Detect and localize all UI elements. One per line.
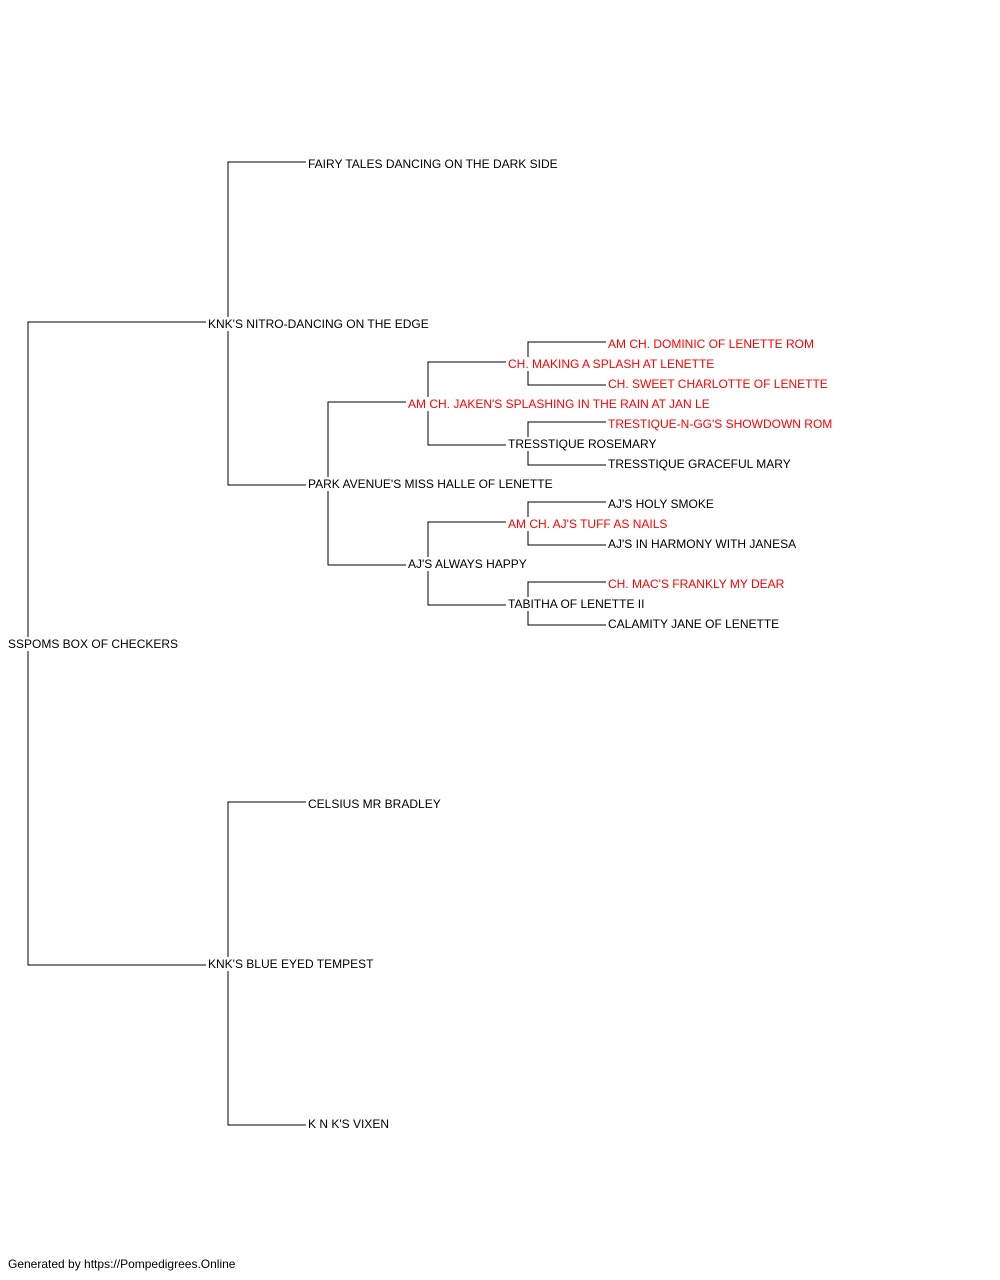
generated-by-footer: Generated by https://Pompedigrees.Online xyxy=(8,1257,236,1271)
dog-sire-dam-sire-dam-dam[interactable]: TRESSTIQUE GRACEFUL MARY xyxy=(608,457,793,471)
dog-sire-dam-dam-dam-sire[interactable]: CH. MAC'S FRANKLY MY DEAR xyxy=(608,577,787,591)
dog-sire-dam-sire-dam[interactable]: TRESSTIQUE ROSEMARY xyxy=(508,437,659,451)
dog-sire-dam-sire-sire-sire[interactable]: AM CH. DOMINIC OF LENETTE ROM xyxy=(608,337,817,351)
dog-sire[interactable]: KNK'S NITRO-DANCING ON THE EDGE xyxy=(208,317,431,331)
dog-sire-dam-dam-dam-dam[interactable]: CALAMITY JANE OF LENETTE xyxy=(608,617,782,631)
connector-root xyxy=(27,321,206,966)
dog-dam[interactable]: KNK'S BLUE EYED TEMPEST xyxy=(208,957,376,971)
connector-sire-dam xyxy=(327,401,406,566)
dog-sire-sire[interactable]: FAIRY TALES DANCING ON THE DARK SIDE xyxy=(308,157,560,171)
dog-dam-dam[interactable]: K N K'S VIXEN xyxy=(308,1117,391,1131)
dog-dam-sire[interactable]: CELSIUS MR BRADLEY xyxy=(308,797,443,811)
dog-sire-dam-sire-sire-dam[interactable]: CH. SWEET CHARLOTTE OF LENETTE xyxy=(608,377,830,391)
dog-root[interactable]: SSPOMS BOX OF CHECKERS xyxy=(8,637,181,651)
dog-sire-dam-sire-sire[interactable]: CH. MAKING A SPLASH AT LENETTE xyxy=(508,357,717,371)
dog-sire-dam-dam-sire-dam[interactable]: AJ'S IN HARMONY WITH JANESA xyxy=(608,537,799,551)
dog-sire-dam-dam[interactable]: AJ'S ALWAYS HAPPY xyxy=(408,557,529,571)
connector-sire xyxy=(227,161,306,486)
dog-sire-dam-dam-sire[interactable]: AM CH. AJ'S TUFF AS NAILS xyxy=(508,517,670,531)
dog-sire-dam[interactable]: PARK AVENUE'S MISS HALLE OF LENETTE xyxy=(308,477,555,491)
connector-dam xyxy=(227,801,306,1126)
dog-sire-dam-sire[interactable]: AM CH. JAKEN'S SPLASHING IN THE RAIN AT … xyxy=(408,397,712,411)
connector-sire-dam-sire xyxy=(427,361,506,446)
dog-sire-dam-dam-dam[interactable]: TABITHA OF LENETTE II xyxy=(508,597,647,611)
dog-sire-dam-dam-sire-sire[interactable]: AJ'S HOLY SMOKE xyxy=(608,497,716,511)
connector-sire-dam-dam xyxy=(427,521,506,606)
dog-sire-dam-sire-dam-sire[interactable]: TRESTIQUE-N-GG'S SHOWDOWN ROM xyxy=(608,417,835,431)
